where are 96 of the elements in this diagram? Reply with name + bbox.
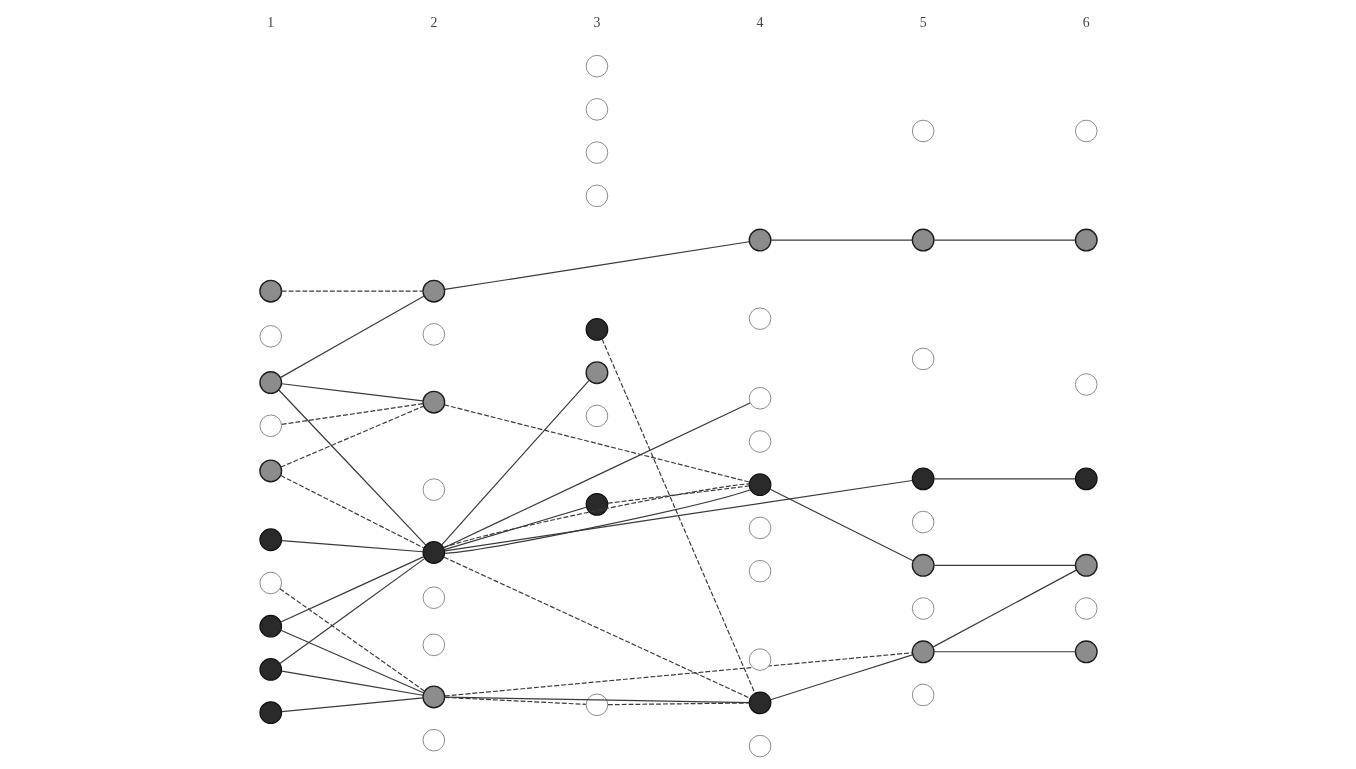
node-circle — [585, 98, 608, 121]
connector — [442, 483, 750, 549]
node-circle — [258, 279, 282, 303]
node-circle — [1074, 553, 1098, 577]
node-circle — [748, 386, 771, 410]
node-circle — [911, 597, 934, 620]
connector — [280, 383, 423, 402]
node-circle — [1074, 597, 1098, 620]
node-circle — [1074, 640, 1098, 664]
node-circle — [585, 492, 608, 516]
connector — [770, 239, 913, 241]
node-circle — [748, 430, 771, 453]
connector — [933, 651, 1076, 653]
connector — [606, 702, 750, 706]
node-circle — [911, 228, 935, 252]
connector — [933, 239, 1076, 241]
node-circle — [422, 586, 445, 609]
node-circle — [258, 371, 282, 395]
node-circle — [422, 633, 445, 657]
label: 4 — [756, 14, 763, 30]
connector — [278, 558, 425, 665]
node-circle — [421, 685, 445, 709]
node-circle — [585, 693, 608, 717]
node-circle — [585, 54, 608, 78]
node-circle — [258, 528, 282, 552]
connector — [442, 556, 751, 699]
node-circle — [911, 119, 934, 143]
connector — [443, 652, 913, 697]
label: 2 — [429, 14, 437, 30]
connector — [606, 485, 750, 504]
node-circle — [911, 347, 934, 371]
node-circle — [1074, 467, 1098, 491]
node-circle — [421, 541, 445, 564]
node-circle — [911, 467, 935, 491]
node-circle — [258, 614, 282, 638]
node-circle — [421, 279, 445, 303]
connector — [280, 290, 423, 292]
node-circle — [748, 691, 771, 715]
connector — [933, 564, 1076, 566]
node-circle — [748, 734, 771, 758]
connector — [280, 670, 423, 696]
connector — [933, 478, 1076, 480]
node-circle — [748, 516, 771, 540]
node-circle — [911, 683, 934, 707]
connector — [279, 475, 424, 549]
connector — [443, 404, 750, 483]
node-circle — [258, 414, 282, 438]
connector — [440, 380, 589, 546]
node-circle — [585, 404, 608, 428]
node-circle — [911, 640, 935, 664]
connector — [279, 295, 425, 379]
node-circle — [1074, 373, 1098, 396]
node-circle — [748, 648, 771, 671]
node-circle — [585, 318, 608, 341]
node-circle — [422, 323, 445, 346]
node-circle — [1074, 228, 1098, 252]
connector — [280, 539, 423, 553]
connector — [443, 241, 750, 291]
node-circle — [748, 559, 771, 583]
node-circle — [585, 141, 608, 164]
label: 6 — [1082, 14, 1090, 30]
node-circle — [911, 510, 934, 534]
connector — [443, 489, 751, 554]
node-circle — [258, 658, 282, 681]
connector — [443, 479, 913, 552]
label: 1 — [266, 14, 274, 30]
node-circle — [422, 478, 445, 501]
node-circle — [748, 473, 771, 497]
connector — [280, 697, 423, 713]
connector — [279, 405, 424, 468]
node-circle — [748, 307, 771, 330]
node-circle — [421, 390, 445, 414]
node-circle — [258, 325, 282, 348]
connector — [279, 629, 424, 694]
node-circle — [258, 701, 282, 725]
connector — [442, 402, 751, 549]
connector — [769, 488, 914, 562]
node-circle — [911, 553, 935, 577]
node-circle — [1074, 119, 1098, 143]
connector — [280, 403, 423, 425]
connector — [443, 506, 587, 551]
connector — [932, 569, 1077, 648]
label: 5 — [919, 14, 927, 30]
node-circle — [585, 184, 608, 208]
connector — [278, 588, 425, 692]
node-circle — [258, 459, 282, 483]
label: 3 — [593, 14, 600, 30]
node-circle — [748, 228, 772, 252]
connector — [277, 389, 426, 546]
node-circle — [584, 361, 608, 385]
node-circle — [422, 728, 445, 752]
connector — [443, 696, 750, 704]
connector — [769, 654, 913, 701]
connector — [279, 556, 424, 623]
connector — [601, 338, 756, 694]
node-circle — [258, 571, 282, 595]
